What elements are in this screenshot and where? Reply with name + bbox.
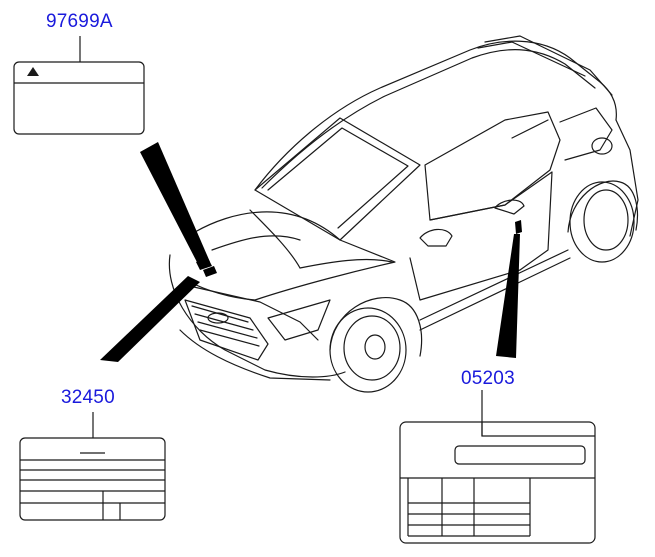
label-05203-drawing	[399, 390, 596, 544]
label-mark-32450	[203, 266, 217, 277]
label-97699a-drawing	[13, 36, 145, 135]
label-mark-97699a	[196, 258, 212, 270]
leader-lines	[100, 142, 522, 362]
leader-05203	[496, 234, 520, 358]
warning-triangle-icon	[27, 67, 39, 76]
part-number-32450: 32450	[61, 387, 115, 408]
label-mark-05203	[515, 220, 522, 234]
part-number-97699a: 97699A	[46, 11, 113, 32]
label-32450-drawing	[19, 412, 166, 521]
car-illustration	[168, 35, 639, 393]
leader-32450	[100, 276, 200, 362]
leader-97699a	[140, 142, 210, 268]
part-number-05203: 05203	[461, 368, 515, 389]
